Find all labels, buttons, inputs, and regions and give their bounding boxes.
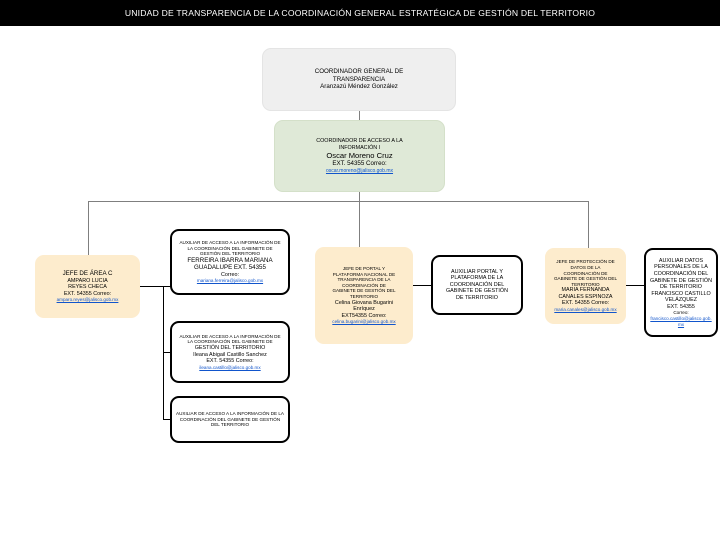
aux1-title-line1: AUXILIAR DE ACCESO A LA INFORMACIÓN DE	[179, 239, 281, 245]
connector-drop-jefe-proteccion	[588, 201, 589, 248]
auxportal-title-line1: AUXILIAR PORTAL Y	[451, 268, 503, 275]
node-jefe-proteccion-datos[interactable]: JEFE DE PROTECCIÓN DE DATOS DE LA COORDI…	[545, 248, 626, 324]
connector-drop-jefe-portal	[359, 201, 360, 247]
aux3-title-line3: DEL TERRITORIO	[210, 422, 250, 428]
aux1-title-line3: GESTIÓN DEL TERRITORIO	[199, 251, 261, 257]
node-auxiliar-portal-plataforma[interactable]: AUXILIAR PORTAL Y PLATAFORMA DE LA COORD…	[431, 255, 523, 315]
aux1-name-line1: FERREIRA IBARRA MARIANA	[187, 256, 273, 264]
root-title-line1: COORDINADOR GENERAL DE	[314, 68, 404, 76]
connector-jefe-area-c-right	[140, 286, 163, 287]
coordinator-email-link[interactable]: oscar.moreno@jalisco.gob.mx	[325, 167, 394, 174]
jefe-area-c-title: JEFE DE ÁREA C	[62, 270, 113, 278]
portal-ext: EXT54355 Correo:	[341, 312, 387, 319]
datos-title-line5: TERRITORIO	[571, 281, 600, 287]
datos-title-line1: JEFE DE PROTECCIÓN DE	[556, 259, 615, 265]
node-auxiliar-acceso-informacion-2[interactable]: AUXILIAR DE ACCESO A LA INFORMACIÓN DE L…	[170, 321, 290, 383]
coordinator-name: Oscar Moreno Cruz	[326, 151, 393, 161]
datos-title-line3: COORDINACIÓN DE	[563, 270, 608, 276]
datos-name-line2: CANALES ESPINOZA	[558, 293, 613, 300]
portal-title-line4: COORDINACIÓN DE	[342, 282, 386, 288]
aux2-name: Ileana Abigail Castillo Sanchez	[193, 351, 267, 358]
auxportal-title-line4: GABINETE DE GESTIÓN	[445, 288, 508, 295]
auxdatos-email-link[interactable]: francisco.castillo@jalisco.gob.mx	[650, 316, 712, 327]
coordinator-title-line2: INFORMACIÓN I	[338, 144, 381, 151]
coordinator-title-line1: COORDINADOR DE ACCESO A LA	[316, 137, 403, 144]
portal-title-line3: TRANSPARENCIA DE LA	[337, 277, 391, 283]
portal-name-line1: Celina Giovana Bugarini	[334, 299, 394, 306]
aux1-title-line2: LA COORDINACIÓN DEL GABINETE DE	[187, 245, 273, 251]
jefe-area-c-name-line2: REYES CHECA	[68, 284, 107, 291]
datos-name-line1: MARIA FERNANDA	[561, 287, 610, 294]
node-auxiliar-acceso-informacion-1[interactable]: AUXILIAR DE ACCESO A LA INFORMACIÓN DE L…	[170, 229, 290, 295]
connector-root-to-coordinator	[359, 111, 360, 127]
auxdatos-title-line5: DE TERRITORIO	[659, 284, 703, 291]
node-jefe-portal-plataforma[interactable]: JEFE DE PORTAL Y PLATAFORMA NACIONAL DE …	[315, 247, 413, 344]
aux1-email-link[interactable]: mariana.ferreira@jalisco.gob.mx	[196, 278, 264, 284]
jefe-area-c-email-link[interactable]: amparo.reyes@jalisco.gob.mx	[56, 297, 119, 303]
portal-title-line5: GABINETE DE GESTIÓN DEL	[332, 288, 396, 294]
auxdatos-name-line1: FRANCISCO CASTILLO	[651, 290, 711, 297]
aux2-email-link[interactable]: ileana.castillo@jalisco.gob.mx	[199, 364, 261, 370]
node-coordinador-acceso-informacion[interactable]: COORDINADOR DE ACCESO A LA INFORMACIÓN I…	[274, 120, 445, 192]
auxdatos-title-line2: PERSONALES DE LA	[654, 264, 708, 271]
node-coordinador-general-transparencia[interactable]: COORDINADOR GENERAL DE TRANSPARENCIA Ara…	[262, 48, 456, 111]
page-title-banner: UNIDAD DE TRANSPARENCIA DE LA COORDINACI…	[0, 0, 720, 26]
datos-title-line2: DATOS DE LA	[570, 264, 601, 270]
portal-title-line2: PLATAFORMA NACIONAL DE	[332, 271, 396, 277]
auxdatos-title-line3: COORDINACIÓN DEL	[653, 270, 709, 277]
connector-portal-to-auxiliar	[413, 285, 431, 286]
root-name: Aranzazú Méndez González	[320, 83, 398, 91]
portal-name-line2: Enríquez	[353, 306, 375, 313]
portal-title-line1: JEFE DE PORTAL Y	[342, 266, 386, 272]
aux3-title-line1: AUXILIAR DE ACCESO A LA INFORMACIÓN DE L…	[176, 411, 284, 417]
aux2-title-line2: LA COORDINACIÓN DEL GABINETE DE	[187, 339, 273, 345]
page-title: UNIDAD DE TRANSPARENCIA DE LA COORDINACI…	[124, 8, 596, 18]
auxportal-title-line2: PLATAFORMA DE LA	[450, 275, 504, 282]
connector-spine-to-aux1	[163, 286, 171, 287]
aux2-title-line3: GESTIÓN DEL TERRITORIO	[194, 344, 266, 351]
auxdatos-title-line4: GABINETE DE GESTIÓN	[650, 277, 713, 284]
aux2-title-line1: AUXILIAR DE ACCESO A LA INFORMACIÓN DE	[179, 333, 281, 339]
auxdatos-ext2: Correo:	[673, 310, 689, 316]
auxdatos-name-line2: VELÁZQUEZ	[664, 297, 698, 304]
auxportal-title-line5: DE TERRITORIO	[455, 294, 499, 301]
jefe-area-c-name-line1: AMPARO LUCIA	[67, 277, 108, 284]
aux1-ext: Correo:	[221, 271, 239, 278]
auxdatos-title-line1: AUXILIAR DATOS	[658, 257, 704, 264]
portal-email-link[interactable]: celina.bugarini@jalisco.gob.mx	[332, 319, 396, 325]
connector-drop-jefe-area-c	[88, 201, 89, 255]
auxdatos-ext: EXT. 54355	[667, 303, 695, 310]
node-auxiliar-datos-personales[interactable]: AUXILIAR DATOS PERSONALES DE LA COORDINA…	[644, 248, 718, 337]
connector-proteccion-to-auxiliar	[626, 285, 644, 286]
aux3-title-line2: COORDINACIÓN DEL GABINETE DE GESTIÓN	[179, 416, 281, 422]
datos-title-line4: GABINETE DE GESTIÓN DEL	[553, 276, 618, 282]
node-auxiliar-acceso-informacion-3[interactable]: AUXILIAR DE ACCESO A LA INFORMACIÓN DE L…	[170, 396, 290, 443]
coordinator-ext: EXT. 54355 Correo:	[332, 160, 387, 168]
auxportal-title-line3: COORDINACIÓN DEL	[449, 281, 505, 288]
jefe-area-c-ext: EXT. 54355 Correo:	[63, 290, 112, 297]
datos-email-link[interactable]: maria.canales@jalisco.gob.mx	[554, 307, 617, 313]
root-title-line2: TRANSPARENCIA	[332, 75, 386, 83]
connector-spine-to-aux3	[163, 419, 171, 420]
node-jefe-area-c[interactable]: JEFE DE ÁREA C AMPARO LUCIA REYES CHECA …	[35, 255, 140, 318]
connector-spine-to-aux2	[163, 352, 171, 353]
connector-coordinator-down	[359, 192, 360, 201]
aux2-ext: EXT. 54355 Correo:	[206, 358, 254, 365]
connector-horizontal-bus	[88, 201, 588, 202]
datos-ext: EXT. 54355 Correo:	[561, 300, 610, 307]
aux1-name-line2: GUADALUPE EXT. 54355	[194, 264, 266, 272]
portal-title-line6: TERRITORIO	[349, 294, 379, 299]
